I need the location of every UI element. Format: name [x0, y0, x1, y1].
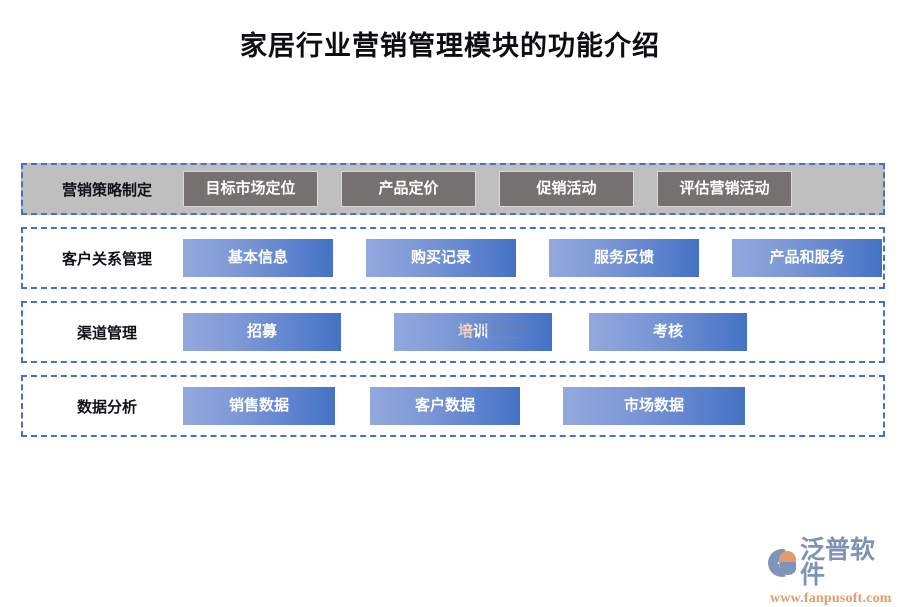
chip-recruitment[interactable]: 招募: [183, 313, 341, 351]
chip-evaluate-marketing-activity[interactable]: 评估营销活动: [657, 171, 792, 207]
row-label-marketing-strategy: 营销策略制定: [61, 182, 152, 199]
row-items-marketing-strategy: 目标市场定位 产品定价 促销活动 评估营销活动: [183, 171, 883, 207]
brand-logo-top: 泛普软件: [768, 538, 892, 588]
chip-market-data[interactable]: 市场数据: [563, 387, 745, 425]
chip-promotion-activity[interactable]: 促销活动: [499, 171, 634, 207]
chip-basic-information[interactable]: 基本信息: [183, 239, 333, 277]
chip-purchase-record[interactable]: 购买记录: [366, 239, 516, 277]
fanpu-logo-icon: [768, 548, 798, 578]
page-title: 家居行业营销管理模块的功能介绍: [240, 31, 660, 61]
chip-product-pricing[interactable]: 产品定价: [341, 171, 476, 207]
marketing-module-diagram: 营销策略制定 目标市场定位 产品定价 促销活动 评估营销活动 客户关系管理 基本…: [21, 163, 885, 449]
chip-training[interactable]: 培训: [394, 313, 552, 351]
diagram-row-marketing-strategy: 营销策略制定 目标市场定位 产品定价 促销活动 评估营销活动: [21, 163, 885, 215]
diagram-row-customer-relationship: 客户关系管理 基本信息 购买记录 服务反馈 产品和服务: [21, 227, 885, 289]
chip-target-market-positioning[interactable]: 目标市场定位: [183, 171, 318, 207]
brand-logo: 泛普软件 www.fanpusoft.com: [768, 538, 892, 606]
chip-products-and-services[interactable]: 产品和服务: [732, 239, 882, 277]
row-label-customer-relationship: 客户关系管理: [61, 251, 152, 268]
row-items-channel-management: 招募 培训 考核: [183, 313, 883, 351]
chip-service-feedback[interactable]: 服务反馈: [549, 239, 699, 277]
row-items-data-analysis: 销售数据 客户数据 市场数据: [183, 387, 883, 425]
chip-customer-data[interactable]: 客户数据: [370, 387, 520, 425]
diagram-row-channel-management: 渠道管理 招募 培训 考核 泛普软件 FANPU SOFTWARE: [21, 301, 885, 363]
chip-assessment[interactable]: 考核: [589, 313, 747, 351]
row-label-data-analysis: 数据分析: [76, 399, 137, 416]
brand-name: 泛普软件: [800, 537, 876, 589]
row-label-channel-management: 渠道管理: [76, 325, 137, 342]
diagram-row-data-analysis: 数据分析 销售数据 客户数据 市场数据: [21, 375, 885, 437]
brand-url: www.fanpusoft.com: [770, 591, 892, 606]
row-items-customer-relationship: 基本信息 购买记录 服务反馈 产品和服务: [183, 239, 883, 277]
chip-sales-data[interactable]: 销售数据: [183, 387, 335, 425]
